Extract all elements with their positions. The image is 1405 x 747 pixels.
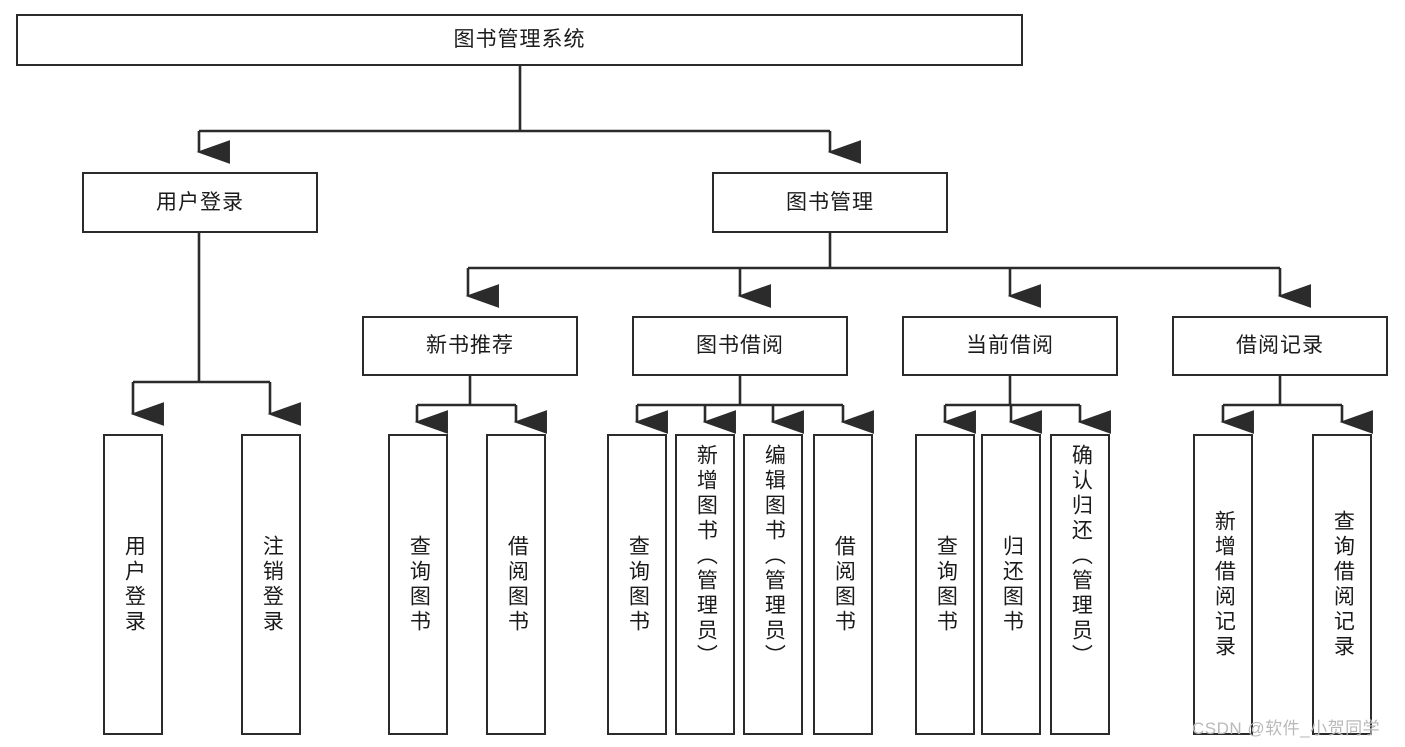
leaf-bookborrow-borrow-book-label: 借阅图书 [832,534,856,635]
node-borrow-record[interactable]: 借阅记录 [1172,316,1388,376]
node-new-book-recommend[interactable]: 新书推荐 [362,316,578,376]
leaf-record-query-record-label: 查询借阅记录 [1331,509,1355,660]
leaf-newbook-borrow-book-label: 借阅图书 [505,534,529,635]
leaf-record-add-record[interactable]: 新增借阅记录 [1193,434,1253,735]
leaf-currentborrow-confirm-return[interactable]: 确认归还（管理员） [1050,434,1110,735]
leaf-currentborrow-confirm-return-label: 确认归还（管理员） [1069,444,1093,669]
leaf-logout-label: 注销登录 [260,534,284,635]
leaf-user-login[interactable]: 用户登录 [103,434,163,735]
leaf-newbook-query-book[interactable]: 查询图书 [388,434,448,735]
leaf-record-query-record[interactable]: 查询借阅记录 [1312,434,1372,735]
leaf-currentborrow-return-book[interactable]: 归还图书 [981,434,1041,735]
node-current-borrow[interactable]: 当前借阅 [902,316,1118,376]
node-book-borrow[interactable]: 图书借阅 [632,316,848,376]
leaf-bookborrow-query-book-label: 查询图书 [626,534,650,635]
node-root-label: 图书管理系统 [453,28,586,52]
leaf-currentborrow-query-book-label: 查询图书 [934,534,958,635]
node-user-login-label: 用户登录 [156,190,244,214]
node-user-login[interactable]: 用户登录 [82,172,318,233]
node-root[interactable]: 图书管理系统 [16,14,1023,66]
node-current-borrow-label: 当前借阅 [966,334,1054,358]
leaf-bookborrow-edit-book-label: 编辑图书（管理员） [762,444,786,669]
leaf-currentborrow-return-book-label: 归还图书 [1000,534,1024,635]
node-book-management[interactable]: 图书管理 [712,172,948,233]
csdn-watermark: CSDN @软件_小贺同学 [1192,719,1381,738]
leaf-bookborrow-borrow-book[interactable]: 借阅图书 [813,434,873,735]
leaf-record-add-record-label: 新增借阅记录 [1212,509,1236,660]
leaf-bookborrow-add-book[interactable]: 新增图书（管理员） [675,434,735,735]
leaf-logout[interactable]: 注销登录 [241,434,301,735]
node-book-borrow-label: 图书借阅 [696,334,784,358]
leaf-bookborrow-query-book[interactable]: 查询图书 [607,434,667,735]
leaf-bookborrow-edit-book[interactable]: 编辑图书（管理员） [743,434,803,735]
leaf-currentborrow-query-book[interactable]: 查询图书 [915,434,975,735]
node-new-book-recommend-label: 新书推荐 [426,334,514,358]
leaf-newbook-borrow-book[interactable]: 借阅图书 [486,434,546,735]
leaf-bookborrow-add-book-label: 新增图书（管理员） [694,444,718,669]
node-borrow-record-label: 借阅记录 [1236,334,1324,358]
leaf-user-login-label: 用户登录 [122,534,146,635]
leaf-newbook-query-book-label: 查询图书 [407,534,431,635]
node-book-management-label: 图书管理 [786,190,874,214]
